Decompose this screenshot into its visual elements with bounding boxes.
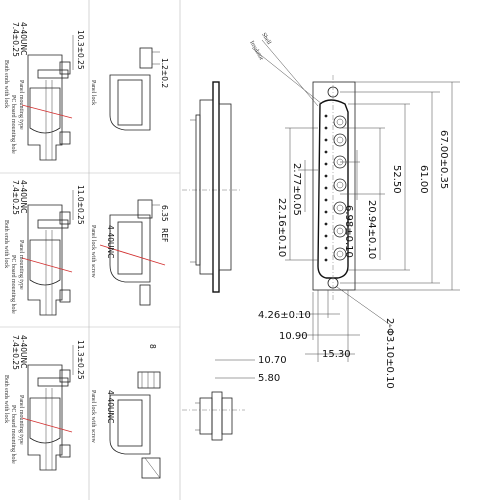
variant-3-note-b: PC board mounting hole (10, 405, 16, 464)
bottom-profile-view: 10.70 5.80 (182, 355, 287, 441)
dim-row-pitch-span: 20.94±0.10 (366, 200, 377, 259)
variant-3-note-c: Panel mounting type (18, 395, 24, 445)
variant-1-screw-b: 4-40UNC (19, 22, 28, 55)
variant-2-board-thickness: 11.0±0.25 (76, 185, 85, 225)
coax-contact-inner-5 (336, 204, 344, 212)
coax-contact-7 (333, 247, 347, 261)
variant-3-note-a: Both ends with lock (3, 375, 9, 423)
variant-1-screw-a: 7.4±0.25 (11, 22, 20, 57)
coax-contact-inner-7 (336, 250, 344, 258)
variant-2-note-a: Both ends with lock (3, 220, 9, 268)
variant-2-side-view: 7.4±0.25 4-40UNC Both ends with lock PC … (3, 180, 85, 316)
variant-3-front-view: 8 4-40UNC Panel lock with screw (90, 344, 161, 479)
center-side-profile (182, 81, 240, 293)
variant-2-dim-right-label: REF (160, 228, 169, 242)
variant-3-dim-right: 8 (148, 344, 157, 349)
variant-2-screw-a: 7.4±0.25 (11, 180, 20, 215)
coax-contact-inner-4 (336, 181, 344, 189)
variant-3-mid-note: 4-40UNC (106, 390, 115, 423)
front-face-view (312, 75, 356, 300)
variant-1-note-a: Both ends with lock (3, 60, 9, 108)
signal-pin-4 (324, 150, 328, 154)
signal-pin-9 (324, 210, 328, 214)
dim-shell-width: 15.30 (322, 349, 351, 360)
variant-2-front-view: 6.35 REF 4-40UNC Panel lock with screw (90, 199, 169, 306)
signal-pin-7 (324, 186, 328, 190)
left-dimensions: 22.16±0.10 2.77±0.05 (276, 127, 318, 261)
variant-2-mid-note: 4-40UNC (106, 225, 115, 258)
variant-2-mid-note-b: Panel lock with screw (90, 225, 96, 278)
variant-2-dim-right: 6.35 (160, 205, 169, 222)
dim-flange-width: 10.90 (279, 331, 308, 342)
dim-row-offset: 4.26±0.10 (258, 310, 311, 321)
shell-callout: Shell Insulator (248, 32, 323, 107)
variant-3-side-view: 7.4±0.25 4-40UNC Both ends with lock PC … (3, 335, 85, 471)
variant-1-note-b: PC board mounting hole (10, 95, 16, 154)
coax-contact-4 (333, 178, 347, 192)
coax-contact-2 (333, 133, 347, 147)
variant-1-side-view: 7.4±0.25 4-40UNC Both ends with lock PC … (3, 22, 85, 161)
signal-pin-10 (324, 222, 328, 226)
dim-shell-length: 52.50 (391, 165, 402, 194)
coax-contact-1 (333, 115, 347, 129)
right-dimensions: 67.00±0.35 61.00 52.50 20.94±0.10 6.98±0… (340, 81, 460, 291)
variant-3-screw-a: 7.4±0.25 (11, 335, 20, 370)
signal-pin-3 (324, 138, 328, 142)
signal-pin-1 (324, 114, 328, 118)
dim-pin-span-left: 22.16±0.10 (276, 198, 287, 257)
variant-1-dim-right: 1.2±0.2 (160, 58, 169, 88)
coax-contact-6 (333, 224, 347, 238)
callout-line-a: Shell (260, 32, 272, 46)
dim-pin-pitch-a: 6.98±0.10 (343, 205, 354, 258)
variant-1-front-view: 1.2±0.2 Panel lock (90, 47, 169, 131)
variant-2-note-c: Panel mounting type (18, 240, 24, 290)
variant-2-note-b: PC board mounting hole (10, 255, 16, 314)
signal-pin-2 (324, 126, 328, 130)
dim-mount-hole: 2-Φ3.10±0.10 (384, 318, 395, 389)
dim-pin-pitch-b: 2.77±0.05 (291, 163, 302, 216)
signal-pin-11 (324, 234, 328, 238)
callout-line-b: Insulator (248, 40, 264, 61)
coax-contact-inner-2 (336, 136, 344, 144)
coax-contact-5 (333, 201, 347, 215)
variant-1-mid-note: Panel lock (90, 80, 96, 105)
signal-pin-12 (324, 246, 328, 250)
signal-pin-6 (324, 174, 328, 178)
variant-panels-grid (0, 0, 181, 500)
bottom-dimensions: 4.26±0.10 10.90 15.30 2-Φ3.10±0.10 (258, 286, 395, 389)
profile-height: 10.70 (258, 355, 287, 366)
signal-pin-13 (324, 258, 328, 262)
variant-2-screw-b: 4-40UNC (19, 180, 28, 213)
dim-mount-hole-spacing: 61.00 (418, 165, 429, 194)
coax-contact-inner-1 (336, 118, 344, 126)
signal-pin-8 (324, 198, 328, 202)
profile-depth: 5.80 (258, 373, 280, 384)
variant-3-screw-b: 4-40UNC (19, 335, 28, 368)
variant-1-board-thickness: 10.3±0.25 (76, 30, 85, 70)
variant-3-board-thickness: 11.3±0.25 (76, 340, 85, 380)
variant-1-note-c: Panel mounting type (18, 80, 24, 130)
dim-overall-length: 67.00±0.35 (438, 130, 449, 189)
coax-contact-inner-6 (336, 227, 344, 235)
signal-pin-5 (324, 162, 328, 166)
variant-3-mid-note-b: Panel lock with screw (90, 390, 96, 443)
